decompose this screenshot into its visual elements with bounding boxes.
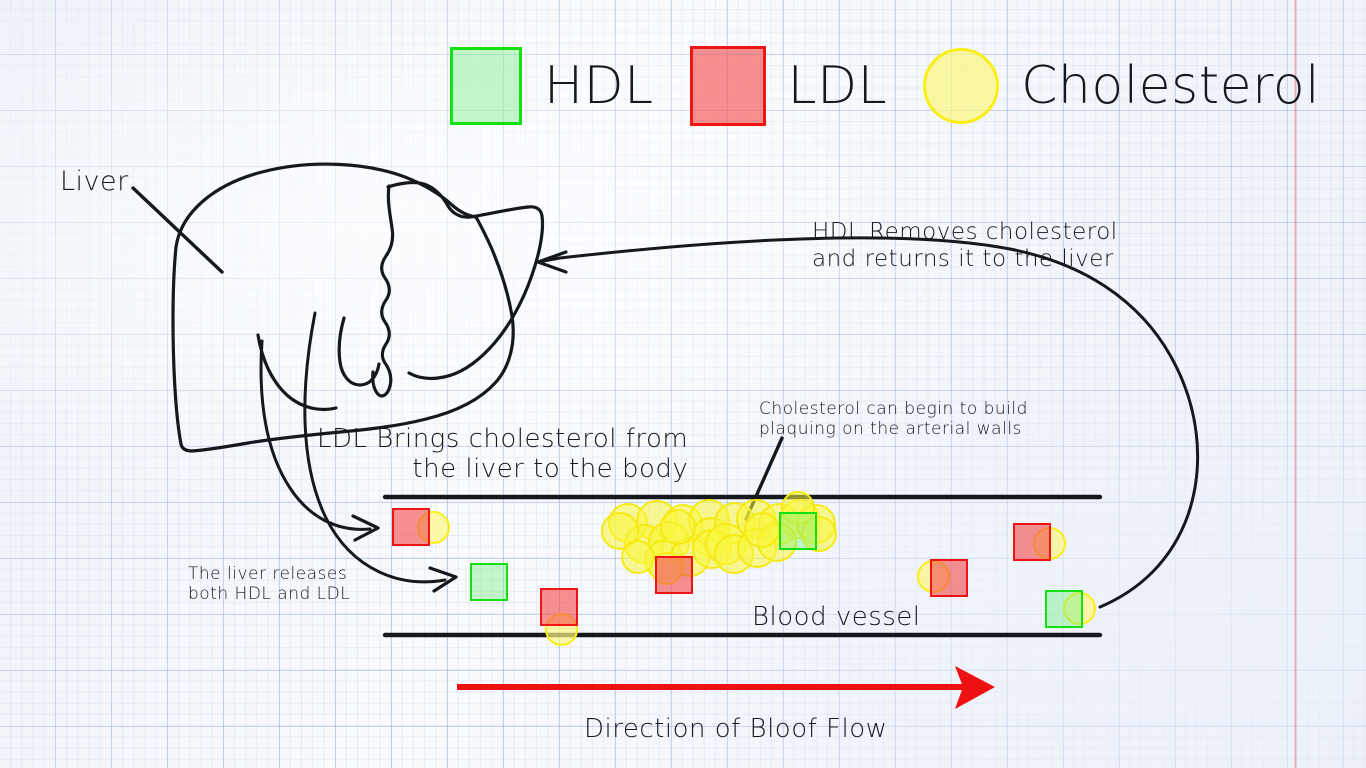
hdl-in-plaque bbox=[779, 512, 817, 550]
hdl-return-arrowhead bbox=[536, 250, 568, 274]
blood-flow-arrow bbox=[457, 666, 995, 709]
legend-item-ldl: LDL bbox=[689, 46, 923, 126]
ldl-right-upper bbox=[1013, 523, 1051, 561]
legend-label-ldl: LDL bbox=[787, 55, 888, 116]
liver-label: Liver bbox=[60, 166, 129, 197]
ldl-deliver-caption-line1: LDL Brings cholesterol from bbox=[317, 424, 689, 454]
ldl-release-arrowhead-lower bbox=[428, 566, 458, 593]
cholesterol-on-returning-hdl bbox=[1063, 592, 1096, 625]
blood-vessel-label: Blood vessel bbox=[752, 602, 921, 632]
ldl-release-arrow-lower bbox=[303, 311, 458, 593]
hdl-return-caption-line2: and returns it to the liver bbox=[812, 245, 1114, 272]
liver-release-caption: The liver releases both HDL and LDL bbox=[188, 564, 351, 604]
hdl-return-arrow bbox=[536, 236, 1200, 609]
green-square-icon bbox=[450, 47, 522, 125]
ldl-under-plaque bbox=[655, 556, 693, 594]
liver-right-lobe-outline bbox=[386, 180, 545, 380]
hdl-returning bbox=[1045, 590, 1083, 628]
ldl-release-arrow-upper bbox=[259, 339, 380, 542]
legend-item-cholesterol: Cholesterol bbox=[923, 48, 1320, 124]
ldl-deliver-caption: LDL Brings cholesterol from the liver to… bbox=[317, 424, 688, 484]
liver-illustration bbox=[171, 162, 545, 453]
liver-label-leader-line bbox=[131, 186, 224, 274]
legend-label-hdl: HDL bbox=[544, 55, 654, 116]
yellow-circle-icon bbox=[923, 48, 1000, 124]
ldl-mid-lower-left bbox=[540, 588, 578, 626]
plaque-caption: Cholesterol can begin to build plaquing … bbox=[759, 399, 1028, 439]
liver-main-lobe-outline bbox=[171, 162, 515, 453]
legend-label-cholesterol: Cholesterol bbox=[1021, 55, 1321, 116]
ldl-with-cholesterol-entry bbox=[392, 508, 430, 546]
liver-release-caption-line1: The liver releases bbox=[188, 564, 348, 584]
hdl-empty-lower-left bbox=[470, 563, 508, 601]
legend-item-hdl: HDL bbox=[450, 47, 690, 125]
paper-margin-line bbox=[1294, 0, 1297, 768]
ldl-release-arrowhead-upper bbox=[351, 514, 380, 542]
liver-falciform-ligament bbox=[371, 184, 395, 398]
liver-lower-edge-crease bbox=[256, 333, 338, 412]
plaque-circle bbox=[744, 512, 780, 548]
ldl-right-mid bbox=[930, 559, 968, 597]
ldl-deliver-caption-line2: the liver to the body bbox=[412, 454, 689, 485]
liver-gallbladder bbox=[337, 316, 381, 387]
flow-direction-label: Direction of Bloof Flow bbox=[584, 714, 888, 744]
plaque-circle bbox=[660, 509, 696, 545]
red-square-icon bbox=[689, 46, 766, 126]
plaque-caption-line1: Cholesterol can begin to build bbox=[759, 399, 1028, 419]
plaque-caption-line2: plaquing on the arterial walls bbox=[759, 418, 1022, 439]
plaque-circle bbox=[801, 516, 837, 552]
hdl-return-caption: HDL Removes cholesterol and returns it t… bbox=[812, 219, 1118, 272]
hdl-return-caption-line1: HDL Removes cholesterol bbox=[812, 219, 1118, 245]
liver-release-caption-line2: both HDL and LDL bbox=[188, 583, 351, 604]
legend: HDL LDL Cholesterol bbox=[450, 46, 1320, 126]
